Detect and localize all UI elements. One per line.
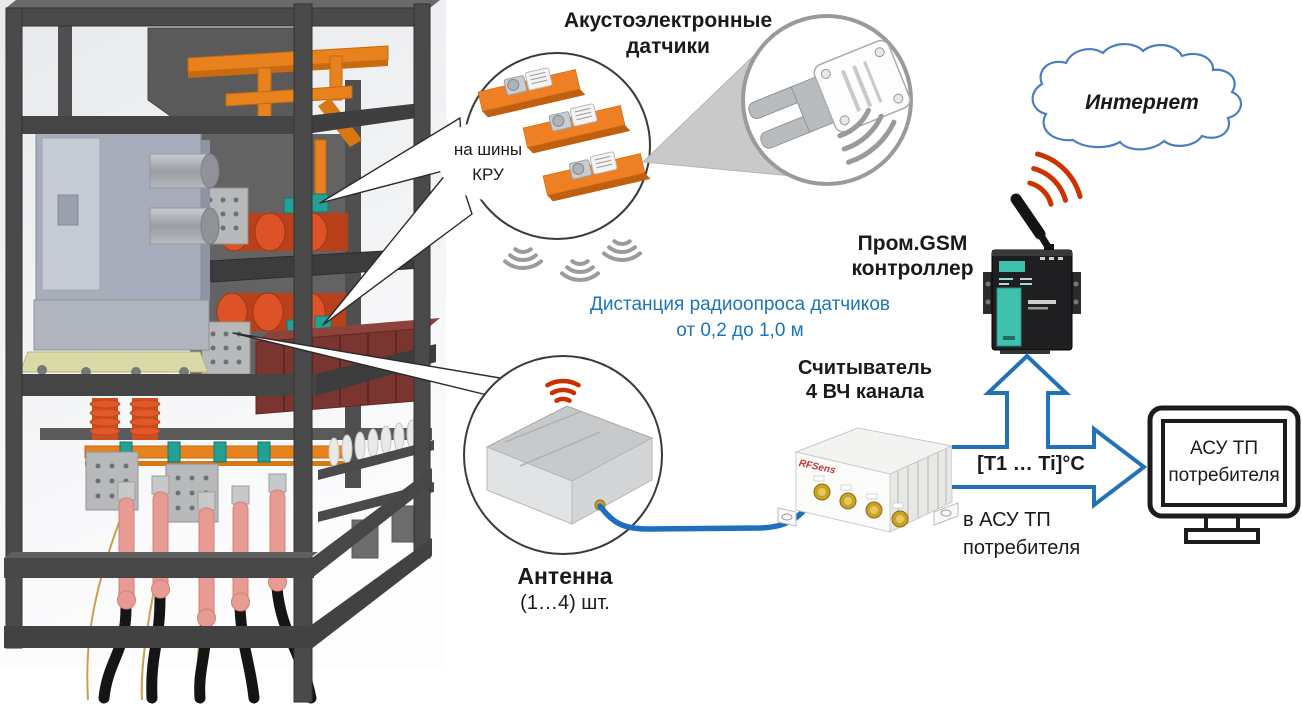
internet-cloud [1031, 43, 1242, 151]
acoustic-sensor [748, 39, 911, 149]
internet-label: Интернет [1085, 91, 1199, 114]
gsm-controller-label: Пром.GSM контроллер [851, 232, 974, 281]
circuit-breaker [19, 129, 220, 377]
distance-note-label: Дистанция радиоопроса датчиков от 0,2 до… [590, 294, 890, 341]
switchgear-cabinet [0, 0, 446, 704]
sensor-circle [438, 52, 651, 240]
data-flow-arrows [952, 353, 1148, 510]
to-asu-label: в АСУ ТП потребителя [963, 509, 1081, 559]
antenna-circle [463, 355, 663, 555]
diagram-title: Акустоэлектронные датчики [563, 9, 773, 59]
magnified-sensor-circle [741, 14, 913, 186]
sma-connectors [813, 475, 909, 528]
sensor-radio-waves-icon [837, 107, 897, 165]
rf-reader [777, 427, 959, 533]
antenna-box [485, 405, 654, 525]
radio-waves-gray-icon [503, 239, 642, 282]
antenna-qty-label: (1…4) шт. [520, 592, 610, 614]
asu-monitor [1147, 405, 1301, 544]
antenna-label: Антенна [517, 563, 613, 589]
gsm-radio-waves-icon [1027, 151, 1083, 207]
antenna-radio-waves-icon [545, 378, 581, 403]
temperature-label: [T1 … Ti]°C [977, 453, 1085, 475]
reader-label: Считыватель 4 ВЧ канала [797, 357, 933, 403]
bus-note-label: на шины КРУ [453, 140, 523, 184]
cable-compartment [84, 398, 434, 704]
gsm-antenna [1010, 193, 1046, 240]
gsm-controller [983, 151, 1083, 354]
bus-sensor-bars [477, 67, 651, 202]
monitor-label: АСУ ТП потребителя [1168, 438, 1280, 486]
